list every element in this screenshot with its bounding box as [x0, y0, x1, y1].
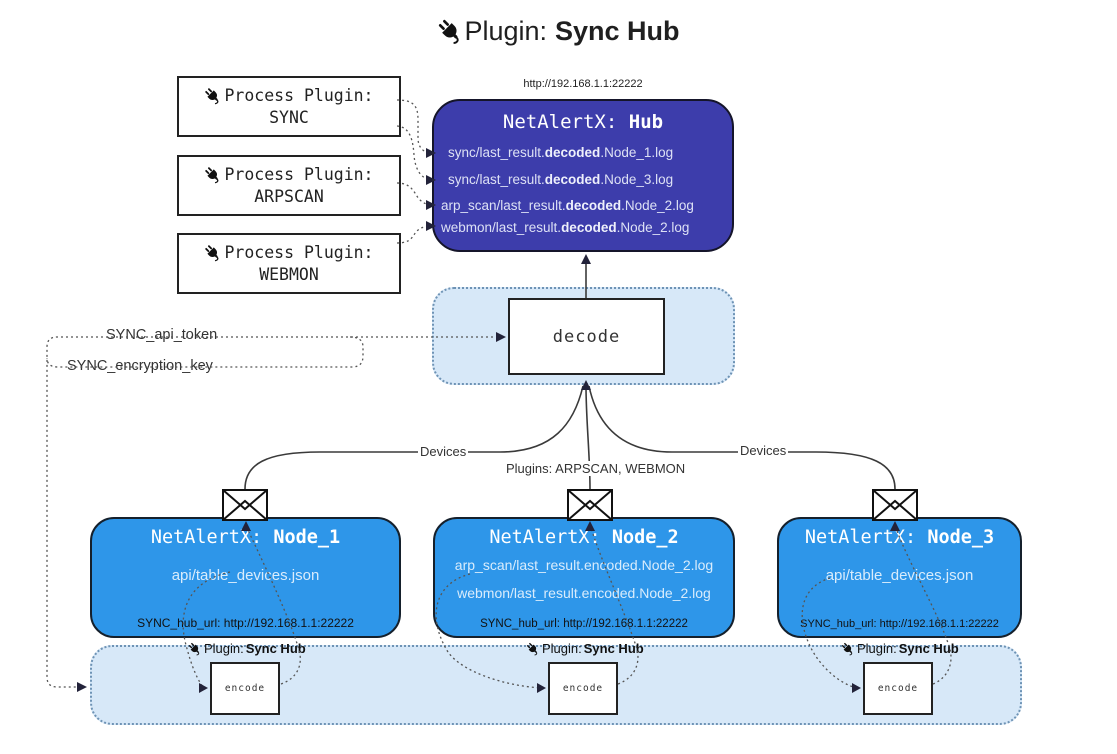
plug-icon — [437, 18, 465, 45]
sync-api-token-label: SYNC_api_token — [103, 327, 221, 343]
encode-box: encode — [863, 662, 933, 715]
hub-log-line: webmon/last_result.decoded.Node_2.log — [441, 220, 690, 235]
process-plugin-name: SYNC — [269, 108, 309, 127]
edge-arpscan-to-log3 — [396, 182, 433, 206]
node3-box: NetAlertX: Node_3 api/table_devices.json… — [777, 517, 1022, 638]
plug-icon — [188, 641, 202, 656]
edge-sync-to-log1 — [396, 99, 433, 154]
envelope-icon — [567, 489, 613, 521]
node2-box: NetAlertX: Node_2 arp_scan/last_result.e… — [433, 517, 735, 638]
node1-box: NetAlertX: Node_1 api/table_devices.json… — [90, 517, 401, 638]
node-hub-url: SYNC_hub_url: http://192.168.1.1:22222 — [137, 616, 354, 630]
process-plugin-box-webmon: Process Plugin: WEBMON — [177, 233, 401, 294]
envelope-icon — [222, 489, 268, 521]
node-title: NetAlertX: Node_1 — [150, 527, 341, 548]
plug-icon — [841, 641, 855, 656]
process-plugin-box-sync: Process Plugin: SYNC — [177, 76, 401, 137]
process-plugin-label: Process Plugin: — [224, 243, 374, 262]
page-title-label: Plugin: — [464, 16, 548, 46]
plugins-mid-label: Plugins: ARPSCAN, WEBMON — [504, 461, 688, 476]
edge-webmon-to-log4 — [396, 225, 433, 244]
process-plugin-name: ARPSCAN — [254, 187, 324, 206]
page-title-name: Sync Hub — [555, 16, 680, 46]
node-hub-url: SYNC_hub_url: http://192.168.1.1:22222 — [800, 618, 999, 630]
plug-icon — [526, 641, 540, 656]
encode-box: encode — [548, 662, 618, 715]
hub-log-line: sync/last_result.decoded.Node_3.log — [448, 172, 674, 187]
plug-icon — [204, 86, 223, 105]
hub-title-label: NetAlertX: — [502, 111, 618, 133]
devices-label-right: Devices — [738, 443, 789, 458]
process-plugin-label: Process Plugin: — [224, 86, 374, 105]
node-file: api/table_devices.json — [825, 567, 974, 584]
sync-encryption-key-label: SYNC_encryption_key — [64, 358, 216, 374]
process-plugin-label: Process Plugin: — [224, 165, 374, 184]
hub-title-name: Hub — [628, 111, 664, 133]
decode-box: decode — [508, 298, 665, 375]
hub-url-label: http://192.168.1.1:22222 — [523, 78, 643, 90]
process-plugin-box-arpscan: Process Plugin: ARPSCAN — [177, 155, 401, 216]
node-title: NetAlertX: Node_2 — [489, 527, 679, 548]
envelope-icon — [872, 489, 918, 521]
devices-label-left: Devices — [418, 444, 469, 459]
plug-icon — [204, 243, 223, 262]
encoder-label: Plugin:Sync Hub — [841, 641, 959, 656]
edge-sync-to-log2 — [396, 125, 433, 181]
encode-box: encode — [210, 662, 280, 715]
hub-log-line: arp_scan/last_result.decoded.Node_2.log — [441, 198, 694, 213]
page-title: Plugin: Sync Hub — [0, 16, 1117, 47]
process-plugin-name: WEBMON — [259, 265, 319, 284]
node-file: arp_scan/last_result.encoded.Node_2.log — [454, 557, 714, 573]
hub-log-line: sync/last_result.decoded.Node_1.log — [448, 145, 674, 160]
hub-title: NetAlertX: Hub — [434, 111, 732, 133]
node-title: NetAlertX: Node_3 — [804, 527, 995, 548]
plug-icon — [204, 165, 223, 184]
encoder-label: Plugin:Sync Hub — [188, 641, 306, 656]
hub-box: NetAlertX: Hub sync/last_result.decoded.… — [432, 99, 734, 252]
node-file: api/table_devices.json — [171, 567, 320, 584]
node-hub-url: SYNC_hub_url: http://192.168.1.1:22222 — [480, 618, 688, 630]
node-file: webmon/last_result.encoded.Node_2.log — [457, 585, 711, 601]
encoder-label: Plugin:Sync Hub — [526, 641, 644, 656]
